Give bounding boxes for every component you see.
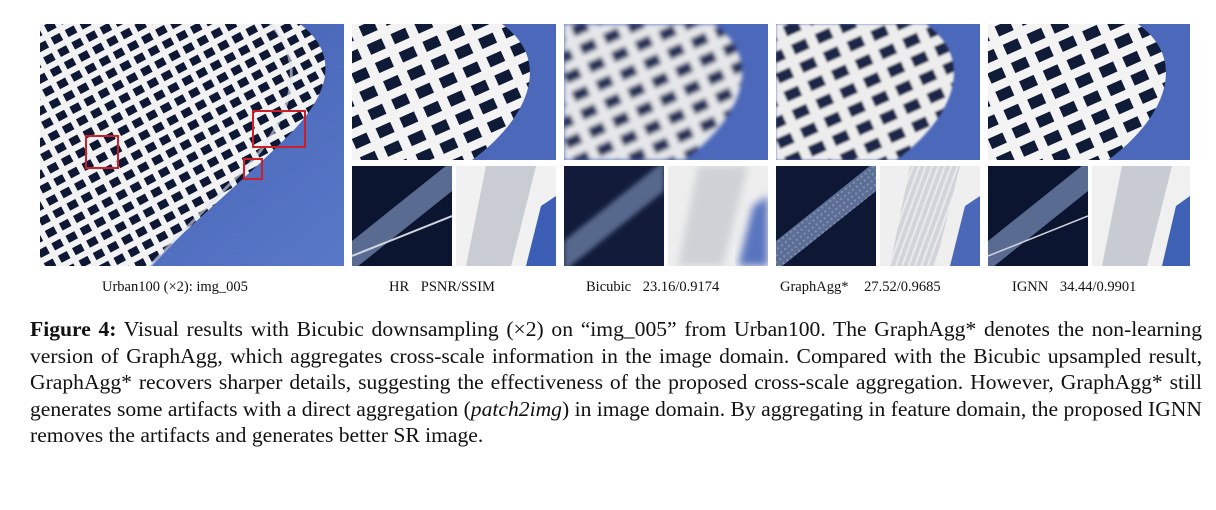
caption-lead: Figure 4: — [30, 317, 117, 341]
zoom-box-1 — [85, 135, 119, 169]
ignn-crop-a — [988, 166, 1088, 266]
label-graphagg-metric: 27.52/0.9685 — [864, 279, 941, 295]
label-bicubic-method: Bicubic — [586, 279, 632, 295]
label-ignn-metric: 34.44/0.9901 — [1059, 279, 1137, 295]
bicubic-main-crop — [564, 24, 768, 160]
label-hr-metric: PSNR/SSIM — [420, 279, 495, 295]
label-overview: Urban100 (×2): img_005 — [102, 278, 248, 296]
graphagg-main-crop — [776, 24, 980, 160]
figure-caption: Figure 4: Visual results with Bicubic do… — [30, 316, 1202, 449]
graphagg-crop-b — [880, 166, 980, 266]
label-bicubic: Bicubic 23.16/0.9174 — [586, 278, 719, 296]
graphagg-crop-a — [776, 166, 876, 266]
zoom-box-2 — [252, 110, 306, 148]
bicubic-crop-a — [564, 166, 664, 266]
ignn-main-crop — [988, 24, 1190, 160]
hr-crop-b — [456, 166, 556, 266]
hr-main-crop — [352, 24, 556, 160]
zoom-box-3 — [243, 158, 263, 180]
caption-text-1: Visual results with Bicubic downsampling… — [30, 317, 1202, 421]
caption-text-2: ) in image domain. By aggregating in fea… — [30, 396, 1202, 448]
label-hr-method: HR — [389, 279, 410, 295]
overview-image — [40, 24, 344, 266]
hr-crop-a — [352, 166, 452, 266]
label-graphagg: GraphAgg* 27.52/0.9685 — [780, 278, 941, 296]
figure-4: Urban100 (×2): img_005 HR PSNR/SSIM Bicu… — [40, 24, 1190, 296]
caption-emphasis: patch2img — [470, 396, 562, 421]
label-hr: HR PSNR/SSIM — [389, 278, 495, 296]
label-ignn-method: IGNN — [1012, 279, 1049, 295]
ignn-crop-b — [1092, 166, 1190, 266]
label-bicubic-metric: 23.16/0.9174 — [642, 279, 720, 295]
label-overview-text: Urban100 (×2): img_005 — [102, 279, 248, 295]
label-graphagg-method: GraphAgg* — [780, 279, 849, 295]
bicubic-crop-b — [668, 166, 768, 266]
label-ignn: IGNN 34.44/0.9901 — [1012, 278, 1136, 296]
